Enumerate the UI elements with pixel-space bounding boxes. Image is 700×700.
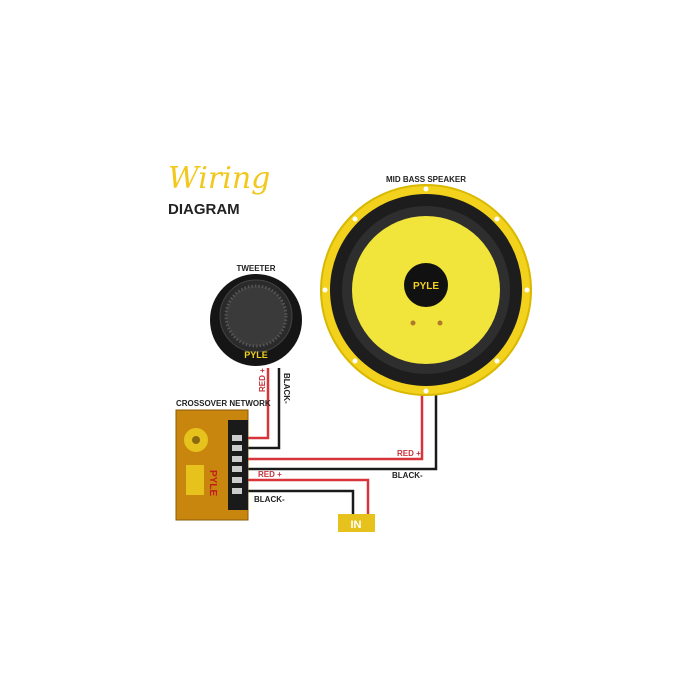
speaker-black-label: BLACK- bbox=[392, 471, 423, 480]
mounting-holes bbox=[322, 186, 530, 394]
wires bbox=[246, 368, 438, 516]
input-black-wire bbox=[246, 489, 355, 516]
input-label: IN bbox=[351, 519, 362, 531]
tweeter-black-label: BLACK- bbox=[282, 373, 291, 404]
speaker-brand-logo: PYLE bbox=[413, 281, 439, 292]
input-red-wire bbox=[246, 478, 370, 516]
speaker-red-label: RED + bbox=[397, 449, 421, 458]
tweeter: PYLE bbox=[210, 274, 302, 366]
tweeter-red-label: RED + bbox=[258, 368, 267, 392]
mid-bass-speaker: PYLE bbox=[320, 184, 532, 396]
input-black-label: BLACK- bbox=[254, 495, 285, 504]
tweeter-red-wire bbox=[246, 368, 270, 440]
heading-subtitle: DIAGRAM bbox=[168, 201, 240, 218]
crossover-network: PYLE bbox=[175, 409, 249, 521]
tweeter-brand-logo: PYLE bbox=[244, 350, 268, 360]
crossover-brand-logo: PYLE bbox=[207, 470, 218, 496]
crossover-label: CROSSOVER NETWORK bbox=[176, 399, 271, 408]
input-red-label: RED + bbox=[258, 470, 282, 479]
speaker-black-wire bbox=[246, 388, 438, 471]
input-terminal bbox=[338, 514, 375, 532]
heading-script: Wiring bbox=[168, 161, 270, 196]
tweeter-black-wire bbox=[246, 368, 281, 450]
mid-bass-label: MID BASS SPEAKER bbox=[386, 175, 466, 184]
tweeter-label: TWEETER bbox=[236, 264, 275, 273]
speaker-red-wire bbox=[246, 388, 424, 461]
